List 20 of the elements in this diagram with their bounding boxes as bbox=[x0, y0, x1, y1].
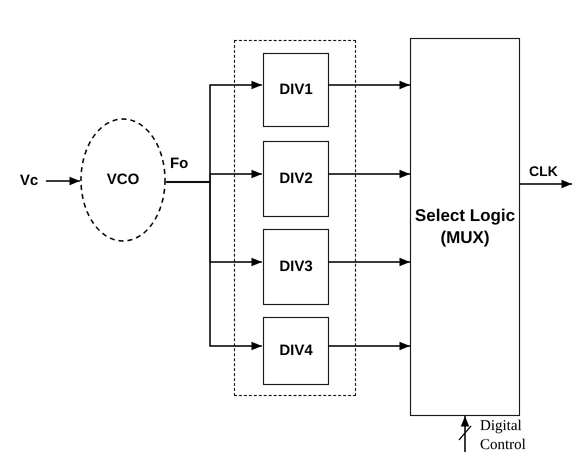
multiplexer-box bbox=[410, 38, 520, 416]
arrow bbox=[328, 342, 410, 350]
arrow bbox=[328, 258, 410, 266]
oscillator-ellipse bbox=[80, 118, 166, 242]
divider-group-box bbox=[234, 40, 356, 396]
node-label: DIV3 bbox=[279, 257, 313, 277]
node-label: Select Logic (MUX) bbox=[414, 204, 516, 249]
arrow bbox=[328, 80, 410, 90]
arrow bbox=[166, 181, 262, 350]
input-signal-text: Vc bbox=[20, 171, 38, 191]
arrow bbox=[328, 170, 410, 178]
control-text: Digital Control bbox=[480, 416, 527, 455]
node-label: VCO bbox=[106, 170, 140, 190]
edge-label: CLK bbox=[528, 163, 559, 179]
arrow bbox=[460, 416, 470, 452]
node-label: DIV1 bbox=[279, 80, 313, 100]
node-label: DIV4 bbox=[279, 341, 313, 361]
arrow bbox=[520, 180, 572, 188]
arrow bbox=[46, 176, 80, 186]
node-label: DIV2 bbox=[279, 169, 313, 189]
